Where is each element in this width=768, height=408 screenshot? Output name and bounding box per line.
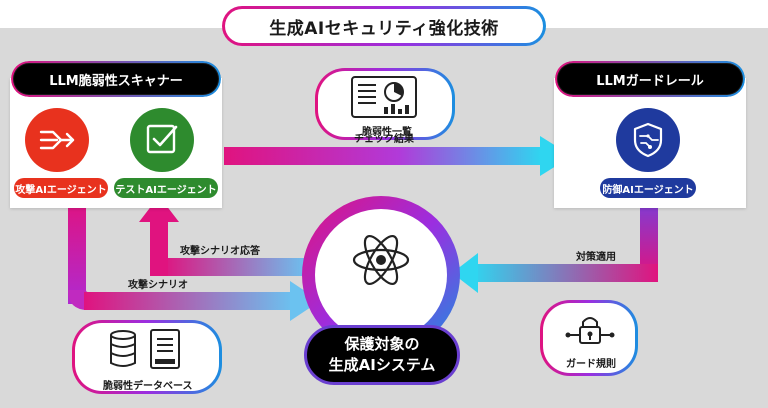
attack-scenario-corner (68, 290, 88, 310)
target-system-line1: 保護対象の (344, 335, 420, 353)
check-result-label: チェック結果 (354, 134, 414, 145)
padlock-network-icon (565, 317, 615, 344)
diagram-title-pill: 生成AIセキュリティ強化技術 (222, 6, 546, 46)
database-server-icon (110, 329, 180, 369)
atom-icon (352, 234, 410, 286)
attack-response-up-shaft (150, 218, 168, 276)
countermeasure-down-shaft (640, 198, 658, 278)
vuln-list-bubble: 脆弱性一覧 (315, 68, 455, 140)
scanner-title: LLM脆弱性スキャナー (14, 64, 218, 94)
attack-scenario-arrowhead (290, 281, 320, 321)
defense-agent-label: 防御AIエージェント (600, 178, 696, 198)
guard-rules-bubble: ガード規則 (540, 300, 638, 376)
attack-scenario-right-shaft (84, 292, 294, 310)
vuln-db-label: 脆弱性データベース (103, 381, 193, 392)
arrows-merge-icon (39, 130, 75, 150)
attack-response-label: 攻撃シナリオ応答 (180, 246, 260, 257)
checkbox-icon (146, 124, 178, 154)
test-agent-label: テストAIエージェント (114, 178, 218, 198)
vuln-db-bubble: 脆弱性データベース (72, 320, 222, 394)
attack-scenario-down-shaft (68, 198, 86, 304)
vuln-list-label: 脆弱性一覧 (362, 127, 412, 138)
target-system-label: 保護対象の 生成AIシステム (304, 325, 460, 385)
attack-agent-icon-circle (25, 108, 89, 172)
attack-response-left-shaft (162, 258, 308, 276)
target-system-inner (315, 209, 447, 341)
guardrail-title: LLMガードレール (558, 64, 742, 94)
report-chart-icon (351, 76, 417, 118)
test-agent-icon-circle (130, 108, 194, 172)
attack-agent-label: 攻撃AIエージェント (14, 178, 108, 198)
target-system-line2: 生成AIシステム (328, 356, 436, 374)
attack-scenario-label: 攻撃シナリオ (128, 280, 188, 291)
guard-rules-label: ガード規則 (566, 359, 616, 370)
check-result-arrow-shaft (224, 147, 542, 165)
attack-response-arrowhead (139, 196, 179, 222)
countermeasure-arrowhead (452, 253, 478, 293)
countermeasure-left-shaft (472, 264, 658, 282)
countermeasure-label: 対策適用 (576, 252, 616, 263)
defense-agent-icon-circle (616, 108, 680, 172)
diagram-title: 生成AIセキュリティ強化技術 (225, 9, 543, 43)
shield-circuit-icon (633, 122, 663, 158)
